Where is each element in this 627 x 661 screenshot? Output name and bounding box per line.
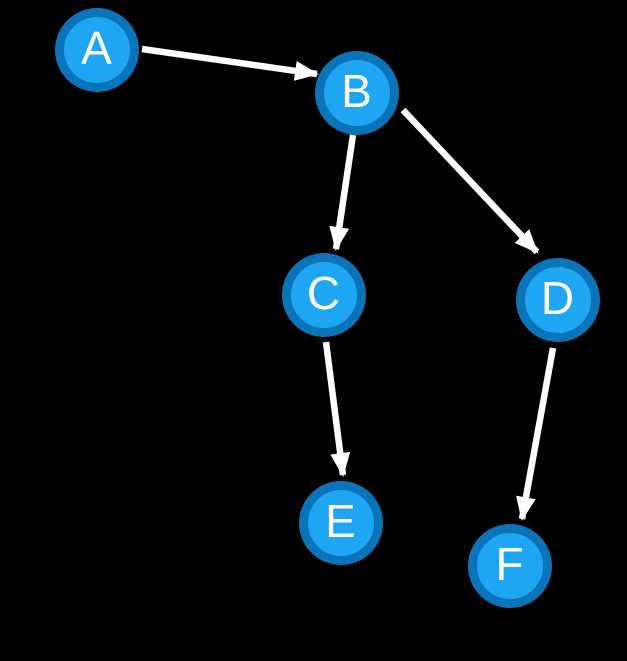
edge-b-d: [400, 107, 540, 255]
node-label: F: [495, 538, 525, 590]
node-label: C: [306, 267, 342, 319]
graph-node-e[interactable]: E: [299, 481, 383, 565]
graph-node-d[interactable]: D: [516, 258, 600, 342]
graph-node-c[interactable]: C: [282, 253, 366, 337]
node-label: D: [540, 272, 576, 324]
edge-b-c: [329, 134, 357, 251]
node-label: E: [325, 495, 357, 547]
edge-c-e: [322, 341, 351, 477]
edge-a-b: [141, 45, 319, 81]
edge-d-f: [516, 347, 557, 521]
node-label: A: [81, 22, 113, 74]
graph-node-f[interactable]: F: [468, 524, 552, 608]
graph-node-b[interactable]: B: [315, 51, 399, 135]
graph-node-a[interactable]: A: [55, 8, 139, 92]
node-label: B: [341, 65, 373, 117]
edges-group: [141, 45, 557, 521]
